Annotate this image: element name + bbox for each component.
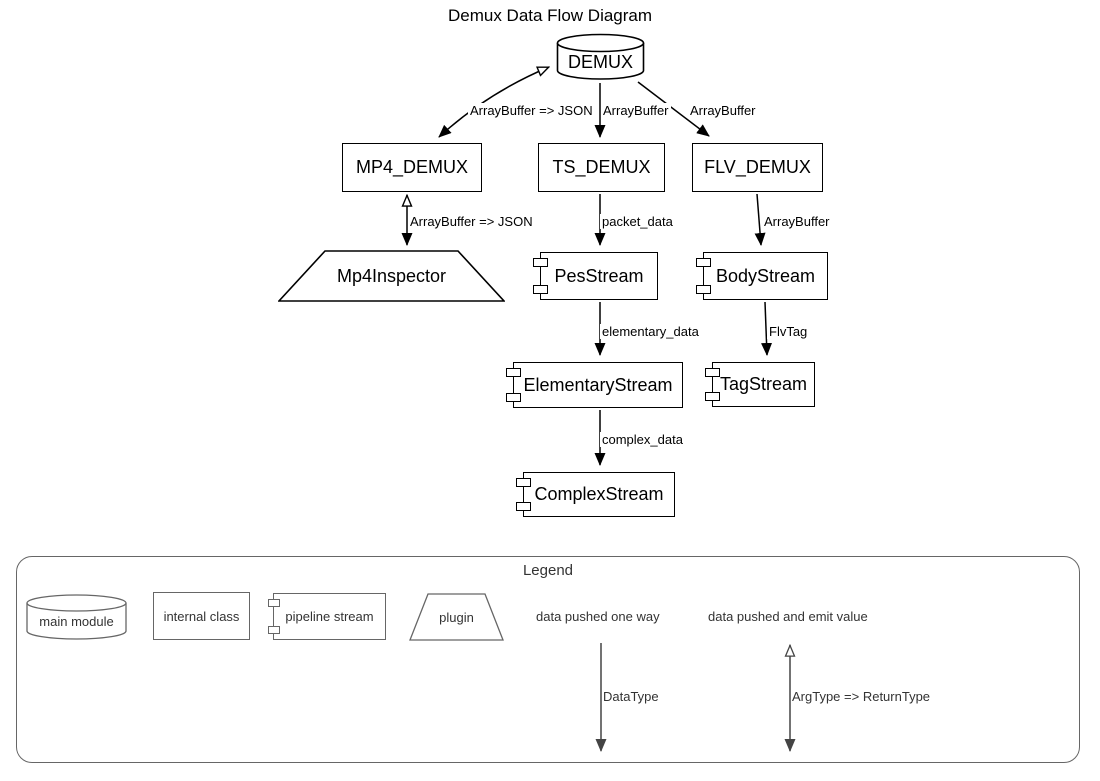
component-tab-icon [533, 258, 548, 267]
legend-pipeline-stream: pipeline stream [268, 593, 386, 640]
trapezoid-shape [409, 593, 504, 641]
edge-label-demux-mp4: ArrayBuffer => JSON [468, 103, 595, 118]
legend-one-way-label: data pushed one way [536, 609, 660, 624]
edge-bodystream-to-tagstream [761, 301, 773, 356]
node-mp4inspector: Mp4Inspector [278, 250, 505, 302]
component-tab-icon [705, 368, 720, 377]
node-pesstream: PesStream [533, 252, 658, 300]
component-tab-icon [533, 285, 548, 294]
legend-plugin-label: plugin [439, 609, 474, 625]
node-demux-label: DEMUX [567, 51, 633, 72]
component-tab-icon [506, 368, 521, 377]
legend-box: Legend main module internal class pipeli… [16, 556, 1080, 763]
component-tab-icon [696, 258, 711, 267]
diagram-title: Demux Data Flow Diagram [447, 6, 653, 25]
node-tagstream: TagStream [705, 362, 815, 407]
node-complexstream: ComplexStream [516, 472, 675, 517]
edge-label-flv-body: ArrayBuffer [762, 214, 832, 229]
node-mp4-demux: MP4_DEMUX [342, 143, 482, 192]
legend-plugin: plugin [409, 593, 504, 641]
legend-internal-class-label: internal class [163, 608, 240, 624]
edge-flvdemux-to-bodystream [754, 193, 766, 246]
node-ts-demux: TS_DEMUX [538, 143, 665, 192]
component-tab-icon [268, 626, 280, 634]
legend-argtype-label: ArgType => ReturnType [792, 689, 931, 704]
edge-label-demux-ts: ArrayBuffer [601, 103, 671, 118]
edge-label-demux-flv: ArrayBuffer [688, 103, 758, 118]
node-flv-demux: FLV_DEMUX [692, 143, 823, 192]
node-mp4inspector-label: Mp4Inspector [336, 265, 447, 286]
edge-label-body-tag: FlvTag [767, 324, 810, 339]
component-tab-icon [268, 599, 280, 607]
component-tab-icon [705, 392, 720, 401]
node-elementarystream-label: ElementaryStream [523, 374, 673, 395]
cylinder-shape [556, 33, 645, 80]
edge-demux-to-flvdemux [637, 81, 710, 137]
legend-main-module: main module [26, 594, 127, 641]
legend-internal-class: internal class [153, 592, 250, 640]
legend-pipeline-stream-label: pipeline stream [285, 609, 374, 624]
component-tab-icon [516, 502, 531, 511]
node-elementarystream: ElementaryStream [506, 362, 683, 408]
component-tab-icon [516, 478, 531, 487]
legend-arrows-layer [595, 643, 1081, 752]
trapezoid-shape [278, 250, 505, 302]
edge-label-pes-elementary: elementary_data [600, 324, 701, 339]
legend-datatype-label: DataType [603, 689, 659, 704]
node-ts-demux-label: TS_DEMUX [552, 157, 651, 177]
legend-title: Legend [522, 562, 574, 579]
edge-label-elementary-complex: complex_data [600, 432, 685, 447]
node-complexstream-label: ComplexStream [534, 484, 664, 504]
component-tab-icon [696, 285, 711, 294]
edge-demux-to-mp4demux [439, 66, 549, 137]
legend-main-module-label: main module [39, 614, 114, 629]
cylinder-shape [26, 594, 127, 640]
edge-label-ts-pes: packet_data [600, 214, 675, 229]
node-demux: DEMUX [556, 33, 645, 81]
edge-label-mp4-inspector: ArrayBuffer => JSON [408, 214, 535, 229]
node-tagstream-label: TagStream [719, 374, 808, 394]
legend-emit-label: data pushed and emit value [708, 609, 868, 624]
node-bodystream: BodyStream [696, 252, 828, 300]
node-pesstream-label: PesStream [554, 265, 644, 286]
component-tab-icon [506, 393, 521, 402]
node-bodystream-label: BodyStream [715, 265, 816, 286]
node-mp4-demux-label: MP4_DEMUX [355, 157, 469, 177]
node-flv-demux-label: FLV_DEMUX [704, 157, 811, 177]
